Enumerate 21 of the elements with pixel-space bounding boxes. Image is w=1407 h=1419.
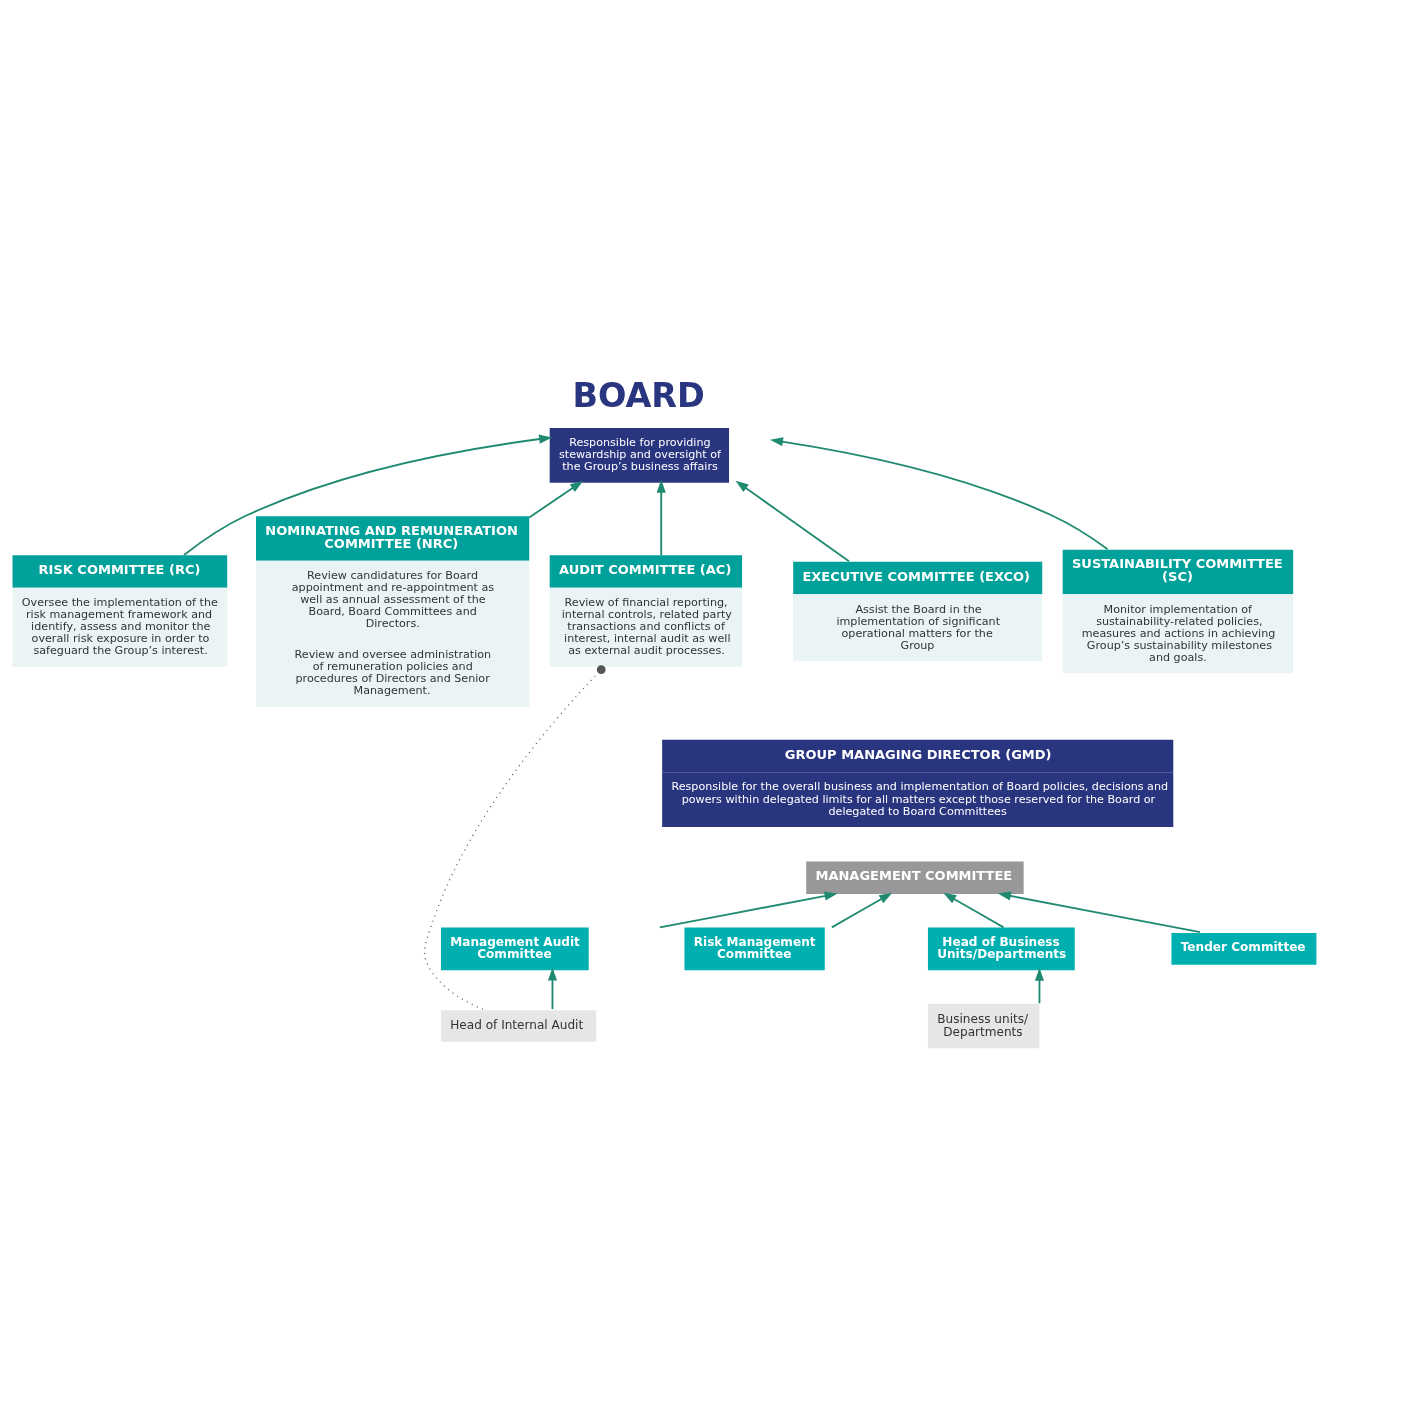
arrow [1034,967,1045,1004]
arrow [183,434,553,556]
arrow [943,892,1005,928]
arrow [528,480,584,518]
arrow [547,967,558,1010]
node-box: Risk Management Committee [684,926,825,970]
connector [423,664,606,1010]
arrow [997,890,1201,933]
arrow [656,479,666,556]
node-box: Head of Internal Audit [440,1009,597,1042]
node-box: Responsible for providing stewardship and oversight of the Group’s business affairs [549,427,730,483]
node-box: MANAGEMENT COMMITTEE [806,861,1024,894]
arrow [735,480,850,562]
node-box: Business units/ Departments [927,1003,1040,1048]
node-box: Head of Business Units/Departments [927,926,1075,970]
node-box: Management Audit Committee [440,926,589,970]
node-label: BOARD [572,375,705,415]
arrow [658,890,838,928]
arrow [769,436,1109,550]
node-box: Tender Committee [1171,932,1317,965]
arrow [830,892,893,928]
